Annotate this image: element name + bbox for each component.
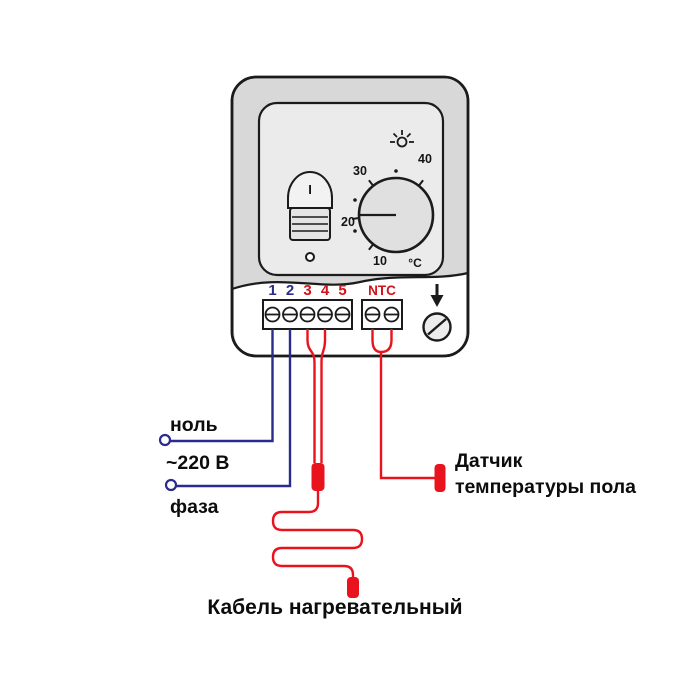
phase-wire (164, 329, 292, 492)
neutral-wire-path (170, 329, 274, 443)
thermostat-housing-outline (230, 75, 470, 358)
phase-label: фаза (170, 496, 219, 518)
ntc-sensor-wire-path (379, 352, 436, 480)
lamp-icon (390, 130, 414, 148)
dial-tick-30: 30 (353, 164, 367, 178)
voltage-label: ~220 В (166, 452, 229, 474)
power-switch: I (287, 171, 333, 262)
dial-dot-upper-left (353, 198, 357, 202)
terminal-block-power (262, 299, 353, 330)
lamp-ray-top-right (406, 132, 412, 138)
ntc-sensor-wiring (371, 329, 446, 492)
switch-indicator-dot (305, 252, 315, 262)
switch-lever (287, 171, 333, 209)
cable-coupling-sleeve (311, 463, 325, 491)
mounting-screw-slot (427, 318, 447, 336)
heating-cable-lead-4 (320, 329, 327, 463)
terminal-number-4: 4 (321, 282, 330, 299)
dial-tick-40: 40 (418, 152, 432, 166)
terminal-number-5: 5 (338, 282, 346, 299)
terminal-number-2: 2 (286, 282, 294, 299)
down-arrow-icon (430, 295, 444, 307)
sensor-end-cap (434, 464, 446, 492)
dial-tick-10: 10 (373, 254, 387, 268)
dial-dot-top (394, 169, 398, 173)
dial-tick-mark-10 (368, 243, 374, 251)
phase-wire-ring-terminal (164, 478, 178, 492)
temperature-dial: 40 30 20 10 °C (341, 152, 435, 270)
phase-wire-path (176, 329, 292, 488)
neutral-wire-ring-terminal (158, 433, 172, 447)
neutral-wire (158, 329, 274, 447)
dial-dot-lower-left (353, 229, 357, 233)
terminal-number-1: 1 (268, 282, 276, 299)
cable-end-cap (347, 577, 359, 598)
terminal-number-3: 3 (303, 282, 311, 299)
lamp-ray-top-left (392, 132, 398, 138)
dial-tick-20: 20 (341, 215, 355, 229)
cover-break-line (231, 271, 469, 291)
terminal-numbers-load: 3 4 5 NTC (303, 282, 396, 299)
mounting-screw-assembly (422, 284, 452, 342)
lamp-icon-bulb (396, 136, 408, 148)
ntc-lead-left (371, 329, 382, 354)
terminal-numbers-power: 1 2 (268, 282, 294, 299)
neutral-label: ноль (170, 414, 218, 436)
dial-tick-mark-20 (351, 217, 360, 220)
heating-cable-serpentine (271, 491, 364, 579)
heating-cable-lead-3 (306, 329, 316, 463)
ntc-label: NTC (368, 283, 396, 298)
terminal-block-ntc (361, 299, 403, 330)
heating-cable-label: Кабель нагревательный (207, 596, 462, 619)
switch-on-label: I (308, 182, 312, 197)
sensor-label-line2: температуры пола (455, 476, 636, 498)
dial-tick-mark-30 (368, 179, 374, 187)
dial-unit-label: °C (408, 256, 422, 270)
sensor-label-line1: Датчик (455, 450, 523, 472)
dial-tick-mark-40 (418, 179, 424, 187)
ntc-lead-right (380, 329, 393, 354)
heating-cable-wiring (271, 329, 364, 598)
